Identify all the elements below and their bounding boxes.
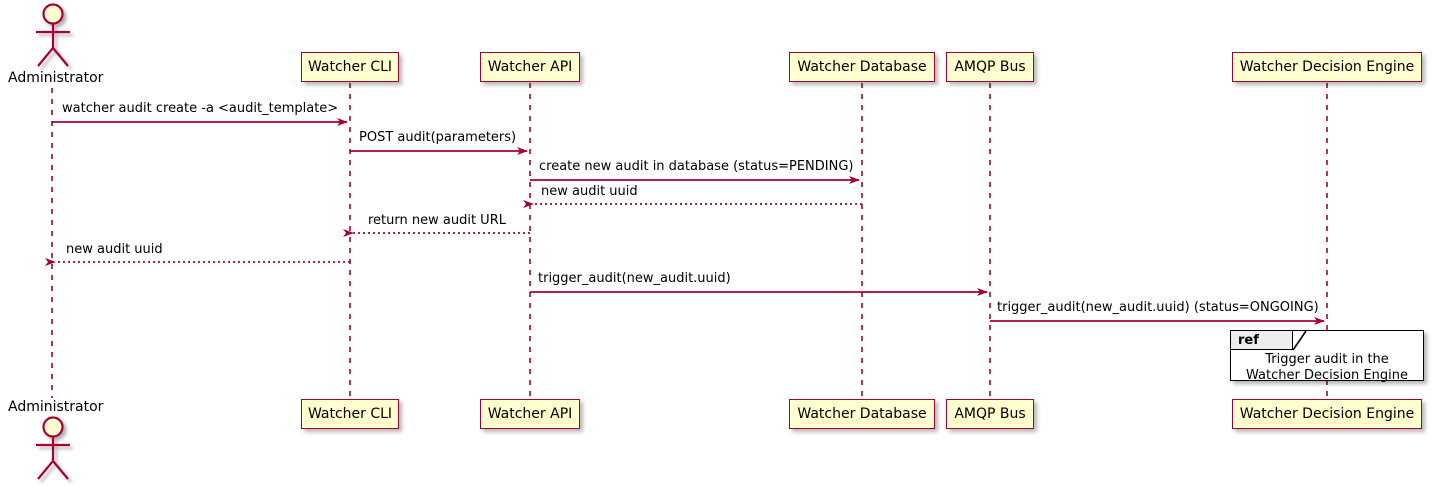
message-label-3: create new audit in database (status=PEN… — [539, 159, 854, 174]
lifelines — [51, 83, 1328, 399]
message-label-8: trigger_audit(new_audit.uuid) (status=ON… — [997, 300, 1319, 315]
participant-amqp-bus-top[interactable]: AMQP Bus — [946, 52, 1034, 82]
participant-watcher-api-top[interactable]: Watcher API — [480, 52, 580, 82]
message-label-4: new audit uuid — [541, 184, 638, 199]
message-arrows — [45, 118, 1325, 325]
participant-watcher-database-bottom[interactable]: Watcher Database — [789, 399, 935, 429]
message-label-6: new audit uuid — [66, 242, 163, 257]
message-label-2: POST audit(parameters) — [359, 130, 517, 145]
participant-watcher-decision-engine-top[interactable]: Watcher Decision Engine — [1232, 52, 1422, 82]
actor-label-bottom: Administrator — [8, 399, 104, 415]
ref-fragment-tab-corner-icon — [1293, 331, 1307, 351]
ref-fragment-line-1: Trigger audit in the — [1265, 352, 1389, 367]
actor-label-top: Administrator — [8, 70, 104, 86]
participant-amqp-bus-bottom[interactable]: AMQP Bus — [946, 399, 1034, 429]
ref-fragment-tab-label: ref — [1231, 331, 1293, 350]
ref-fragment-body: Trigger audit in the Watcher Decision En… — [1231, 352, 1423, 384]
message-label-7: trigger_audit(new_audit.uuid) — [538, 271, 731, 286]
actor-administrator-top — [36, 3, 70, 67]
ref-fragment: ref Trigger audit in the Watcher Decisio… — [1230, 330, 1424, 384]
actor-administrator-bottom — [36, 416, 70, 480]
participant-watcher-cli-bottom[interactable]: Watcher CLI — [301, 399, 399, 429]
participant-watcher-decision-engine-bottom[interactable]: Watcher Decision Engine — [1232, 399, 1422, 429]
ref-fragment-line-2: Watcher Decision Engine — [1246, 368, 1408, 383]
participant-watcher-api-bottom[interactable]: Watcher API — [480, 399, 580, 429]
message-label-1: watcher audit create -a <audit_template> — [62, 101, 339, 116]
participant-watcher-database-top[interactable]: Watcher Database — [789, 52, 935, 82]
participant-watcher-cli-top[interactable]: Watcher CLI — [301, 52, 399, 82]
message-label-5: return new audit URL — [368, 213, 506, 228]
